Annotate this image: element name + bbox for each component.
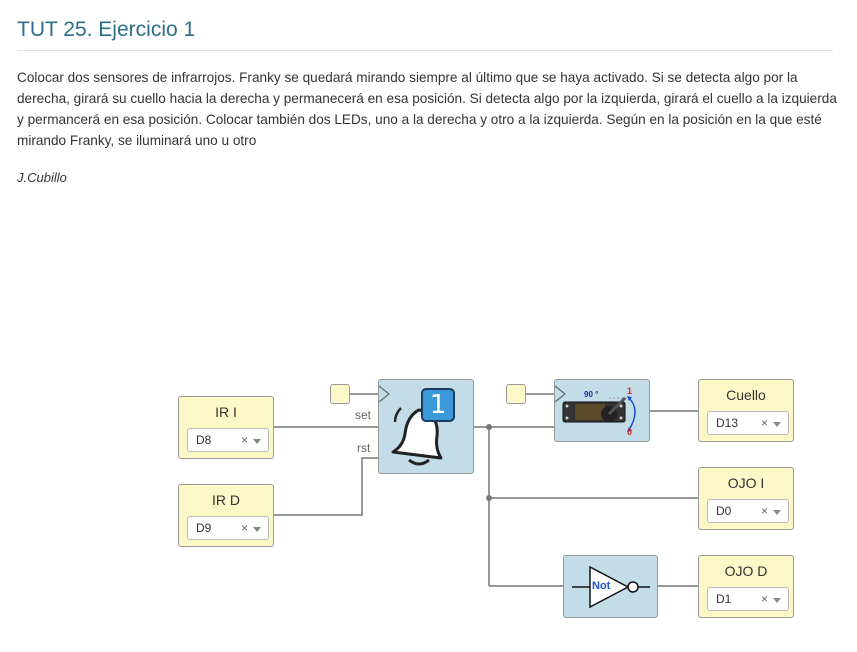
input-ir-i-block[interactable]: IR I D8 ×	[178, 396, 274, 459]
pin-value: D9	[196, 521, 212, 535]
title-divider	[17, 50, 833, 51]
servo-min-label: 0	[627, 427, 633, 437]
input-ir-i-label: IR I	[215, 404, 237, 420]
clear-icon[interactable]: ×	[240, 433, 248, 447]
output-ojo-d-block[interactable]: OJO D D1 ×	[698, 555, 794, 618]
pin-value: D8	[196, 433, 212, 447]
chevron-down-icon[interactable]	[253, 527, 261, 532]
output-ojo-i-label: OJO I	[727, 475, 765, 491]
servo-constant-input[interactable]	[506, 384, 526, 404]
not-gate-icon	[572, 565, 650, 609]
output-cuello-label: Cuello	[726, 387, 766, 403]
circuit-wires	[273, 393, 698, 587]
servo-angle-label: 90 °	[584, 390, 599, 399]
chevron-down-icon[interactable]	[253, 439, 261, 444]
clear-icon[interactable]: ×	[760, 504, 768, 518]
set-port-label: set	[355, 408, 372, 422]
servo-block[interactable]: 90 ° 1 0	[554, 379, 650, 442]
rst-port-label: rst	[357, 441, 371, 455]
pin-value: D13	[716, 416, 739, 430]
input-ir-i-pin-select[interactable]: D8 ×	[187, 428, 269, 452]
servo-max-label: 1	[627, 386, 633, 396]
output-ojo-d-pin-select[interactable]: D1 ×	[707, 587, 789, 611]
output-cuello-pin-select[interactable]: D13 ×	[707, 411, 789, 435]
exercise-description: Colocar dos sensores de infrarrojos. Fra…	[17, 70, 837, 148]
input-ir-d-label: IR D	[212, 492, 240, 508]
servo-icon	[555, 385, 636, 432]
output-ojo-i-pin-select[interactable]: D0 ×	[707, 499, 789, 523]
bell-icon	[379, 385, 443, 466]
clear-icon[interactable]: ×	[760, 416, 768, 430]
chevron-down-icon[interactable]	[773, 598, 781, 603]
input-ir-d-pin-select[interactable]: D9 ×	[187, 516, 269, 540]
author-name: J.Cubillo	[17, 170, 67, 185]
chevron-down-icon[interactable]	[773, 422, 781, 427]
clear-icon[interactable]: ×	[760, 592, 768, 606]
output-cuello-block[interactable]: Cuello D13 ×	[698, 379, 794, 442]
output-ojo-d-label: OJO D	[724, 563, 768, 579]
page-title: TUT 25. Ejercicio 1	[17, 18, 196, 41]
clear-icon[interactable]: ×	[240, 521, 248, 535]
flipflop-constant-input[interactable]	[330, 384, 350, 404]
counter-display: 1	[421, 388, 455, 422]
input-ir-d-block[interactable]: IR D D9 ×	[178, 484, 274, 547]
pin-value: D0	[716, 504, 732, 518]
not-gate-label: Not	[592, 580, 611, 592]
circuit-canvas[interactable]: IR I D8 × IR D D9 × 1 set rst	[0, 360, 857, 652]
pin-value: D1	[716, 592, 732, 606]
flipflop-block[interactable]: 1	[378, 379, 474, 474]
chevron-down-icon[interactable]	[773, 510, 781, 515]
not-gate-block[interactable]: Not	[563, 555, 658, 618]
output-ojo-i-block[interactable]: OJO I D0 ×	[698, 467, 794, 530]
